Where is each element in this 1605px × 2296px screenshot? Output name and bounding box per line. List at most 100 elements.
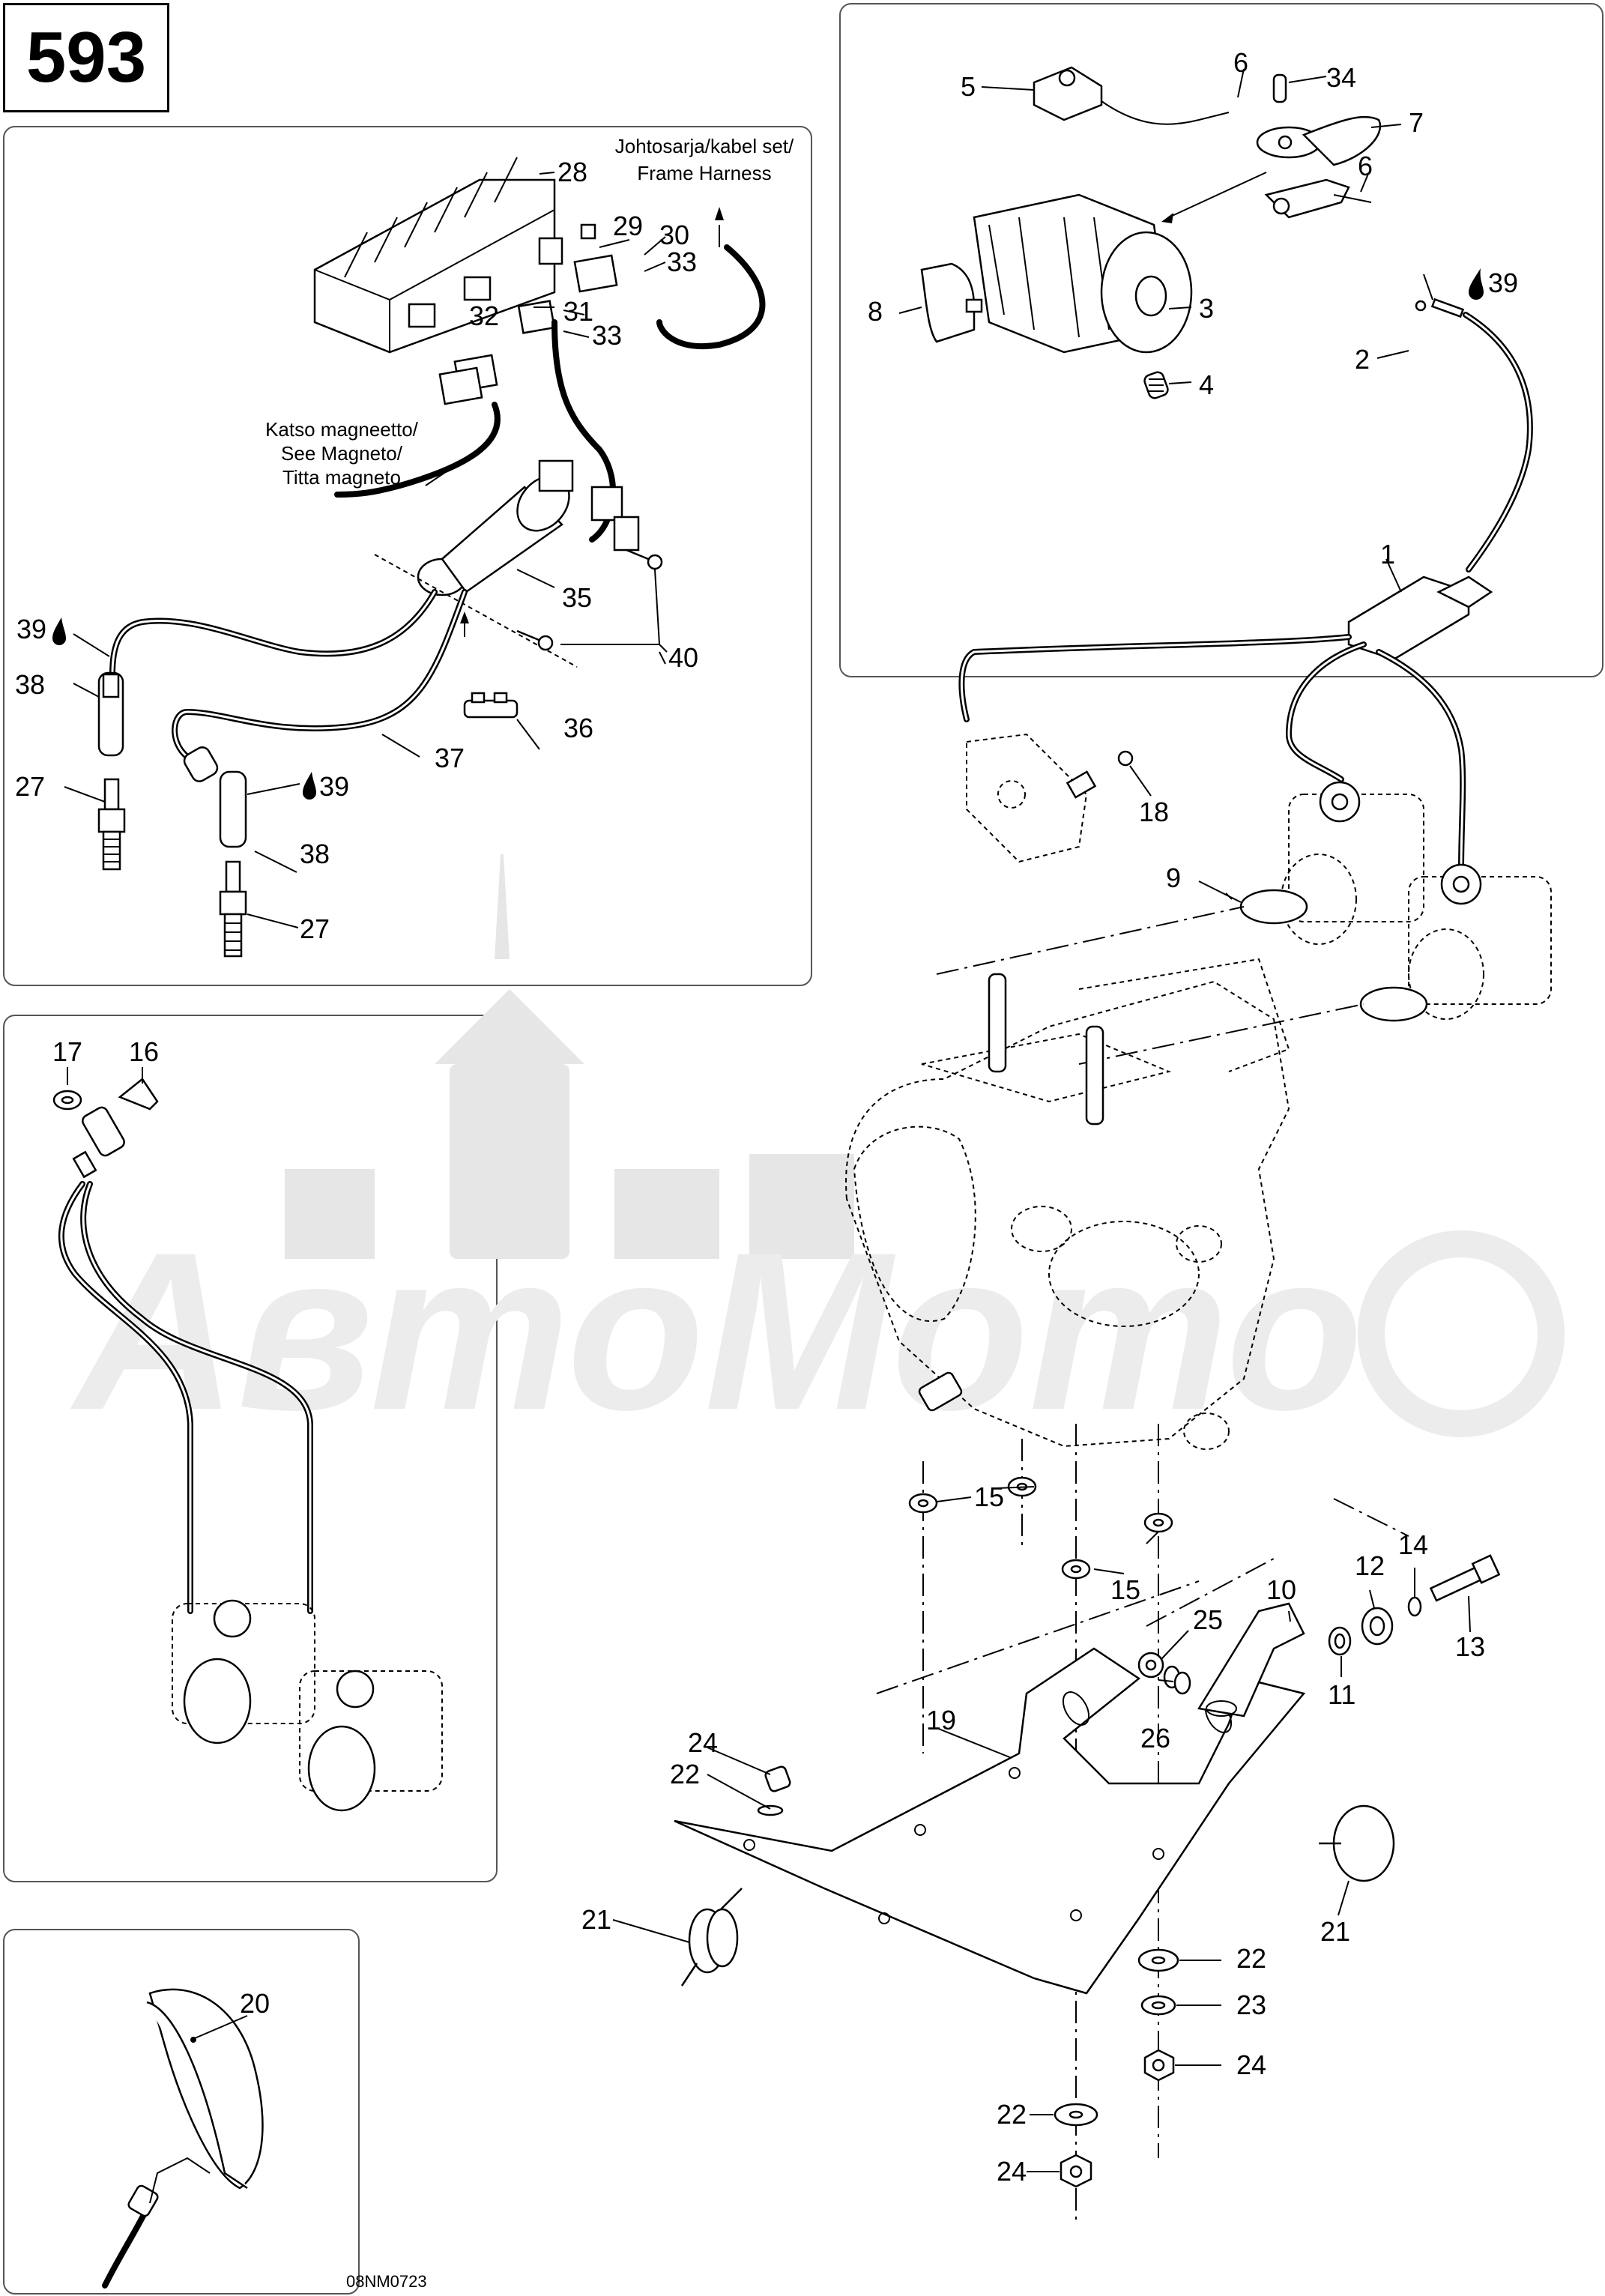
callout-8: 8 [868, 296, 883, 327]
page-number-box: 593 [3, 3, 169, 112]
nut-24-mid [1143, 2049, 1175, 2082]
oil-drop-icon [303, 772, 316, 800]
spark-plug-cap-right [183, 746, 247, 848]
callout-1: 1 [1380, 539, 1395, 570]
skid-plate-19 [674, 1647, 1306, 1995]
callout-40: 40 [668, 642, 698, 673]
sensor-bracket-18 [966, 733, 1134, 863]
lever-7 [1256, 73, 1382, 166]
callout-37: 37 [435, 743, 465, 773]
callout-17: 17 [52, 1036, 82, 1067]
nut-24-bottom [1060, 2154, 1092, 2188]
note-see-magneto-line3: Titta magneto [282, 466, 401, 489]
washer-22-mid [1137, 1948, 1179, 1972]
callout-38b: 38 [300, 839, 330, 869]
cover-8 [920, 262, 983, 343]
rubber-mount-21-right [1319, 1804, 1395, 1882]
spacer-11 [1328, 1626, 1352, 1656]
callout-10: 10 [1266, 1574, 1296, 1605]
callout-36: 36 [563, 713, 593, 743]
callout-9: 9 [1166, 862, 1181, 893]
callout-22b: 22 [1236, 1943, 1266, 1974]
screw-40b [516, 629, 554, 651]
callout-33b: 33 [592, 320, 622, 351]
watermark-text: АвтоМото [68, 1205, 1364, 1457]
callout-39a: 39 [16, 614, 46, 644]
note-see-magneto-line2: See Magneto/ [281, 442, 403, 465]
callout-14: 14 [1398, 1529, 1428, 1560]
callout-15b: 15 [1110, 1574, 1140, 1605]
callout-38a: 38 [15, 669, 45, 700]
callout-4: 4 [1199, 369, 1214, 400]
harness-connectors [438, 223, 618, 405]
callout-29: 29 [613, 211, 643, 241]
callout-2: 2 [1355, 344, 1370, 375]
ecu-module [313, 157, 563, 354]
panel-sensor-routing [3, 1015, 498, 1882]
ignition-coil [417, 459, 640, 596]
callout-13: 13 [1455, 1631, 1485, 1662]
bushing-12 [1361, 1607, 1394, 1646]
bracket-6 [1264, 178, 1372, 219]
screw-40a [626, 549, 663, 570]
watermark: АвтоМото [68, 854, 1565, 1457]
throttle-housing-3 [973, 193, 1193, 354]
note-frame-harness-line1: Johtosarja/kabel set/ [615, 135, 794, 157]
callout-11: 11 [1328, 1679, 1355, 1710]
bolt-13 [1429, 1554, 1501, 1602]
spring-4 [1143, 371, 1169, 399]
callout-16: 16 [129, 1036, 159, 1067]
washer-15d [1143, 1512, 1173, 1533]
callout-32: 32 [469, 300, 499, 331]
callout-6b: 6 [1358, 151, 1373, 181]
callout-6a: 6 [1233, 47, 1248, 78]
note-frame-harness-line2: Frame Harness [637, 162, 771, 184]
callout-39b: 39 [319, 771, 349, 802]
bracket-10 [1197, 1602, 1305, 1718]
note-see-magneto-line1: Katso magneetto/ [265, 418, 419, 441]
washer-23 [1140, 1995, 1176, 2016]
callout-30: 30 [659, 220, 689, 250]
callout-28: 28 [557, 157, 587, 187]
callout-22a: 22 [670, 1759, 700, 1789]
callout-27a: 27 [15, 771, 45, 802]
nut-25 [1137, 1652, 1164, 1679]
callout-24c: 24 [997, 2156, 1027, 2187]
callout-7: 7 [1409, 107, 1424, 138]
cable-junction-1 [1347, 575, 1493, 661]
callout-31: 31 [563, 296, 593, 327]
mounting-block-5 [1033, 66, 1230, 125]
callout-35: 35 [562, 582, 592, 613]
washer-22-top [757, 1804, 784, 1816]
spark-plug-left [97, 778, 126, 871]
washer-15a [908, 1493, 938, 1514]
callout-25: 25 [1193, 1604, 1223, 1635]
spark-plug-cap-left [97, 671, 124, 757]
clip-36 [463, 692, 519, 719]
callout-39c: 39 [1488, 268, 1518, 298]
cable-end-2 [1415, 297, 1465, 318]
panel-cable-wrap [3, 1929, 360, 2295]
cable-wrap-20 [102, 1988, 264, 2289]
panel-ignition-harness [3, 126, 812, 986]
oil-drop-icon [52, 617, 66, 645]
callout-20: 20 [240, 1988, 270, 2019]
carburetor-right [1359, 863, 1552, 1022]
callout-3: 3 [1199, 293, 1214, 324]
nut-17 [52, 1090, 82, 1111]
callout-24b: 24 [1236, 2049, 1266, 2080]
spark-plug-right [219, 860, 247, 958]
washer-22-bottom [1054, 2103, 1098, 2127]
washers-26 [1163, 1665, 1191, 1695]
callout-33a: 33 [667, 247, 697, 277]
engine-block [845, 958, 1290, 1450]
callout-12: 12 [1355, 1550, 1385, 1581]
callout-23: 23 [1236, 1990, 1266, 2020]
callout-21b: 21 [1320, 1916, 1350, 1947]
callout-27b: 27 [300, 913, 330, 944]
washer-14 [1407, 1596, 1422, 1617]
drawing-code: 08NM0723 [346, 2272, 427, 2291]
callout-15a: 15 [974, 1481, 1004, 1512]
callout-26: 26 [1140, 1723, 1170, 1753]
oil-drop-icon [1469, 268, 1484, 300]
